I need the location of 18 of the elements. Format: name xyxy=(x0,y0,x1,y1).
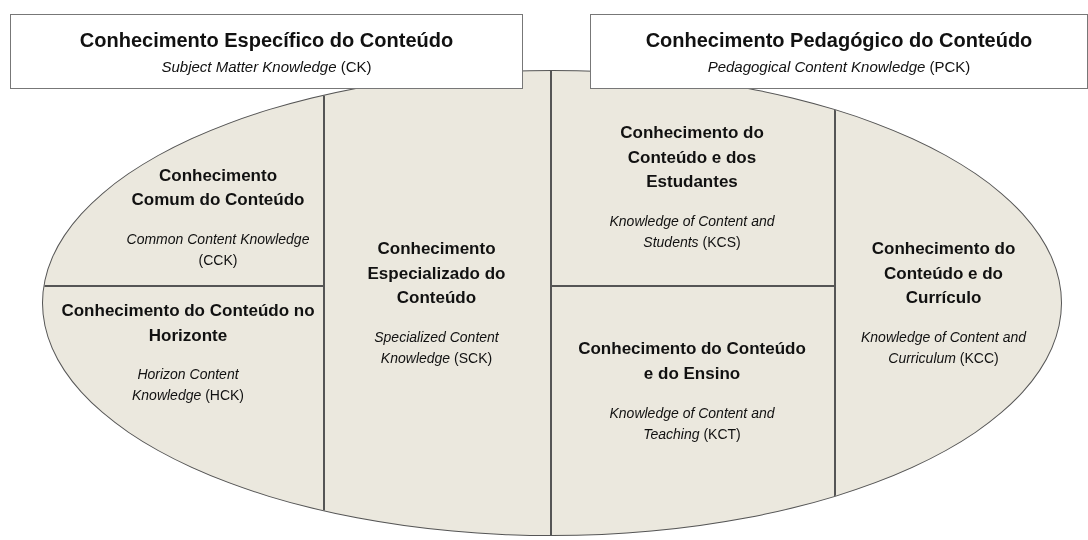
heading-box xyxy=(10,14,523,89)
subheading-text: Subject Matter Knowledge (CK) xyxy=(161,57,372,75)
heading-text: Conhecimento Pedagógico do Conteúdo xyxy=(645,28,1033,52)
region-subtitle: Common Content Knowledge (CCK) xyxy=(125,230,311,270)
region-title: Conhecimento Comum do Conteúdo xyxy=(130,164,306,212)
region-subtitle: Knowledge of Content and Curriculum (KCC) xyxy=(860,327,1028,368)
region-subtitle: Knowledge of Content and Students (KCS) xyxy=(608,211,776,252)
region-subtitle: Specialized Content Knowledge (SCK) xyxy=(373,327,500,368)
region-subtitle: Horizon Content Knowledge (HCK) xyxy=(130,365,246,406)
heading-text: Conhecimento Específico do Conteúdo xyxy=(79,28,454,52)
region-title: Conhecimento do Conteúdo e do Ensino xyxy=(577,338,807,385)
region-title: Conhecimento do Conteúdo no Horizonte xyxy=(60,300,316,347)
region-title: Conhecimento do Conteúdo e do Currículo xyxy=(870,238,1017,310)
heading-box xyxy=(590,14,1088,89)
region-title: Conhecimento do Conteúdo e dos Estudantes xyxy=(619,122,765,194)
region-subtitle: Knowledge of Content and Teaching (KCT) xyxy=(608,403,776,444)
region-title: Conhecimento Especializado do Conteúdo xyxy=(366,238,507,310)
subheading-text: Pedagogical Content Knowledge (PCK) xyxy=(707,57,971,75)
